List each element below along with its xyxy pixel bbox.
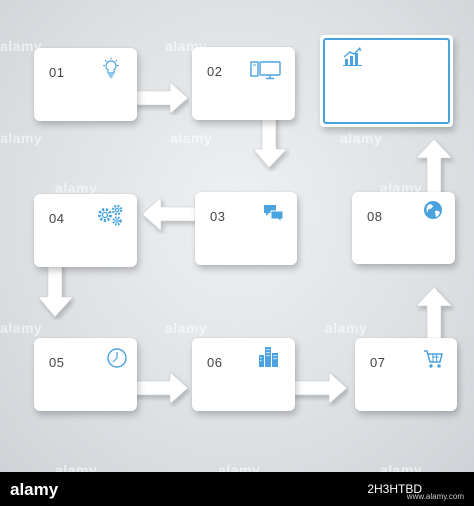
step-number: 01	[49, 65, 65, 80]
globe-icon	[424, 201, 442, 219]
step-card-04: 04	[34, 194, 137, 267]
arrow-right-icon	[134, 81, 189, 115]
arrow-down-icon	[37, 264, 74, 318]
step-number: 04	[49, 211, 65, 226]
image-id: 2H3HTBD	[367, 482, 422, 496]
arrow-up-icon	[415, 138, 453, 196]
footer-url: www.alamy.com	[406, 492, 464, 501]
step-card-08: 08	[352, 192, 455, 264]
step-card-06: 06	[192, 338, 295, 411]
growth-chart-icon	[343, 47, 362, 66]
gears-icon	[98, 204, 123, 226]
step-number: 03	[210, 209, 226, 224]
result-panel	[320, 35, 453, 127]
computer-icon	[250, 61, 281, 80]
footer-bar: alamy 2H3HTBD www.alamy.com	[0, 472, 474, 506]
arrow-right-icon	[134, 371, 189, 405]
step-card-03: 03	[195, 192, 297, 265]
step-number: 07	[370, 355, 386, 370]
step-card-07: 07	[355, 338, 457, 411]
watermark: alamy	[170, 130, 213, 146]
watermark: alamy	[340, 130, 383, 146]
watermark: alamy	[165, 320, 208, 336]
step-number: 08	[367, 209, 383, 224]
watermark: alamy	[55, 462, 98, 472]
shopping-cart-icon	[424, 350, 443, 368]
clock-icon	[107, 348, 127, 368]
step-card-05: 05	[34, 338, 137, 411]
watermark: alamy	[0, 38, 43, 54]
result-panel-border	[323, 38, 450, 124]
watermark: alamy	[0, 320, 43, 336]
step-card-01: 01	[34, 48, 137, 121]
step-number: 02	[207, 64, 223, 79]
watermark: alamy	[218, 462, 261, 472]
step-number: 05	[49, 355, 65, 370]
arrow-left-icon	[141, 196, 198, 232]
speech-bubbles-icon	[264, 205, 284, 224]
watermark: alamy	[0, 130, 43, 146]
watermark: alamy	[380, 462, 423, 472]
step-card-02: 02	[192, 47, 295, 120]
alamy-logo: alamy	[10, 480, 59, 499]
process-diagram: alamy alamy alamy alamy alamy alamy alam…	[0, 0, 474, 472]
buildings-icon	[259, 347, 278, 367]
arrow-right-icon	[293, 371, 348, 405]
lightbulb-icon	[103, 57, 119, 78]
step-number: 06	[207, 355, 223, 370]
arrow-up-icon	[415, 286, 453, 342]
watermark: alamy	[325, 320, 368, 336]
watermark: alamy	[55, 180, 98, 196]
arrow-down-icon	[252, 115, 288, 169]
